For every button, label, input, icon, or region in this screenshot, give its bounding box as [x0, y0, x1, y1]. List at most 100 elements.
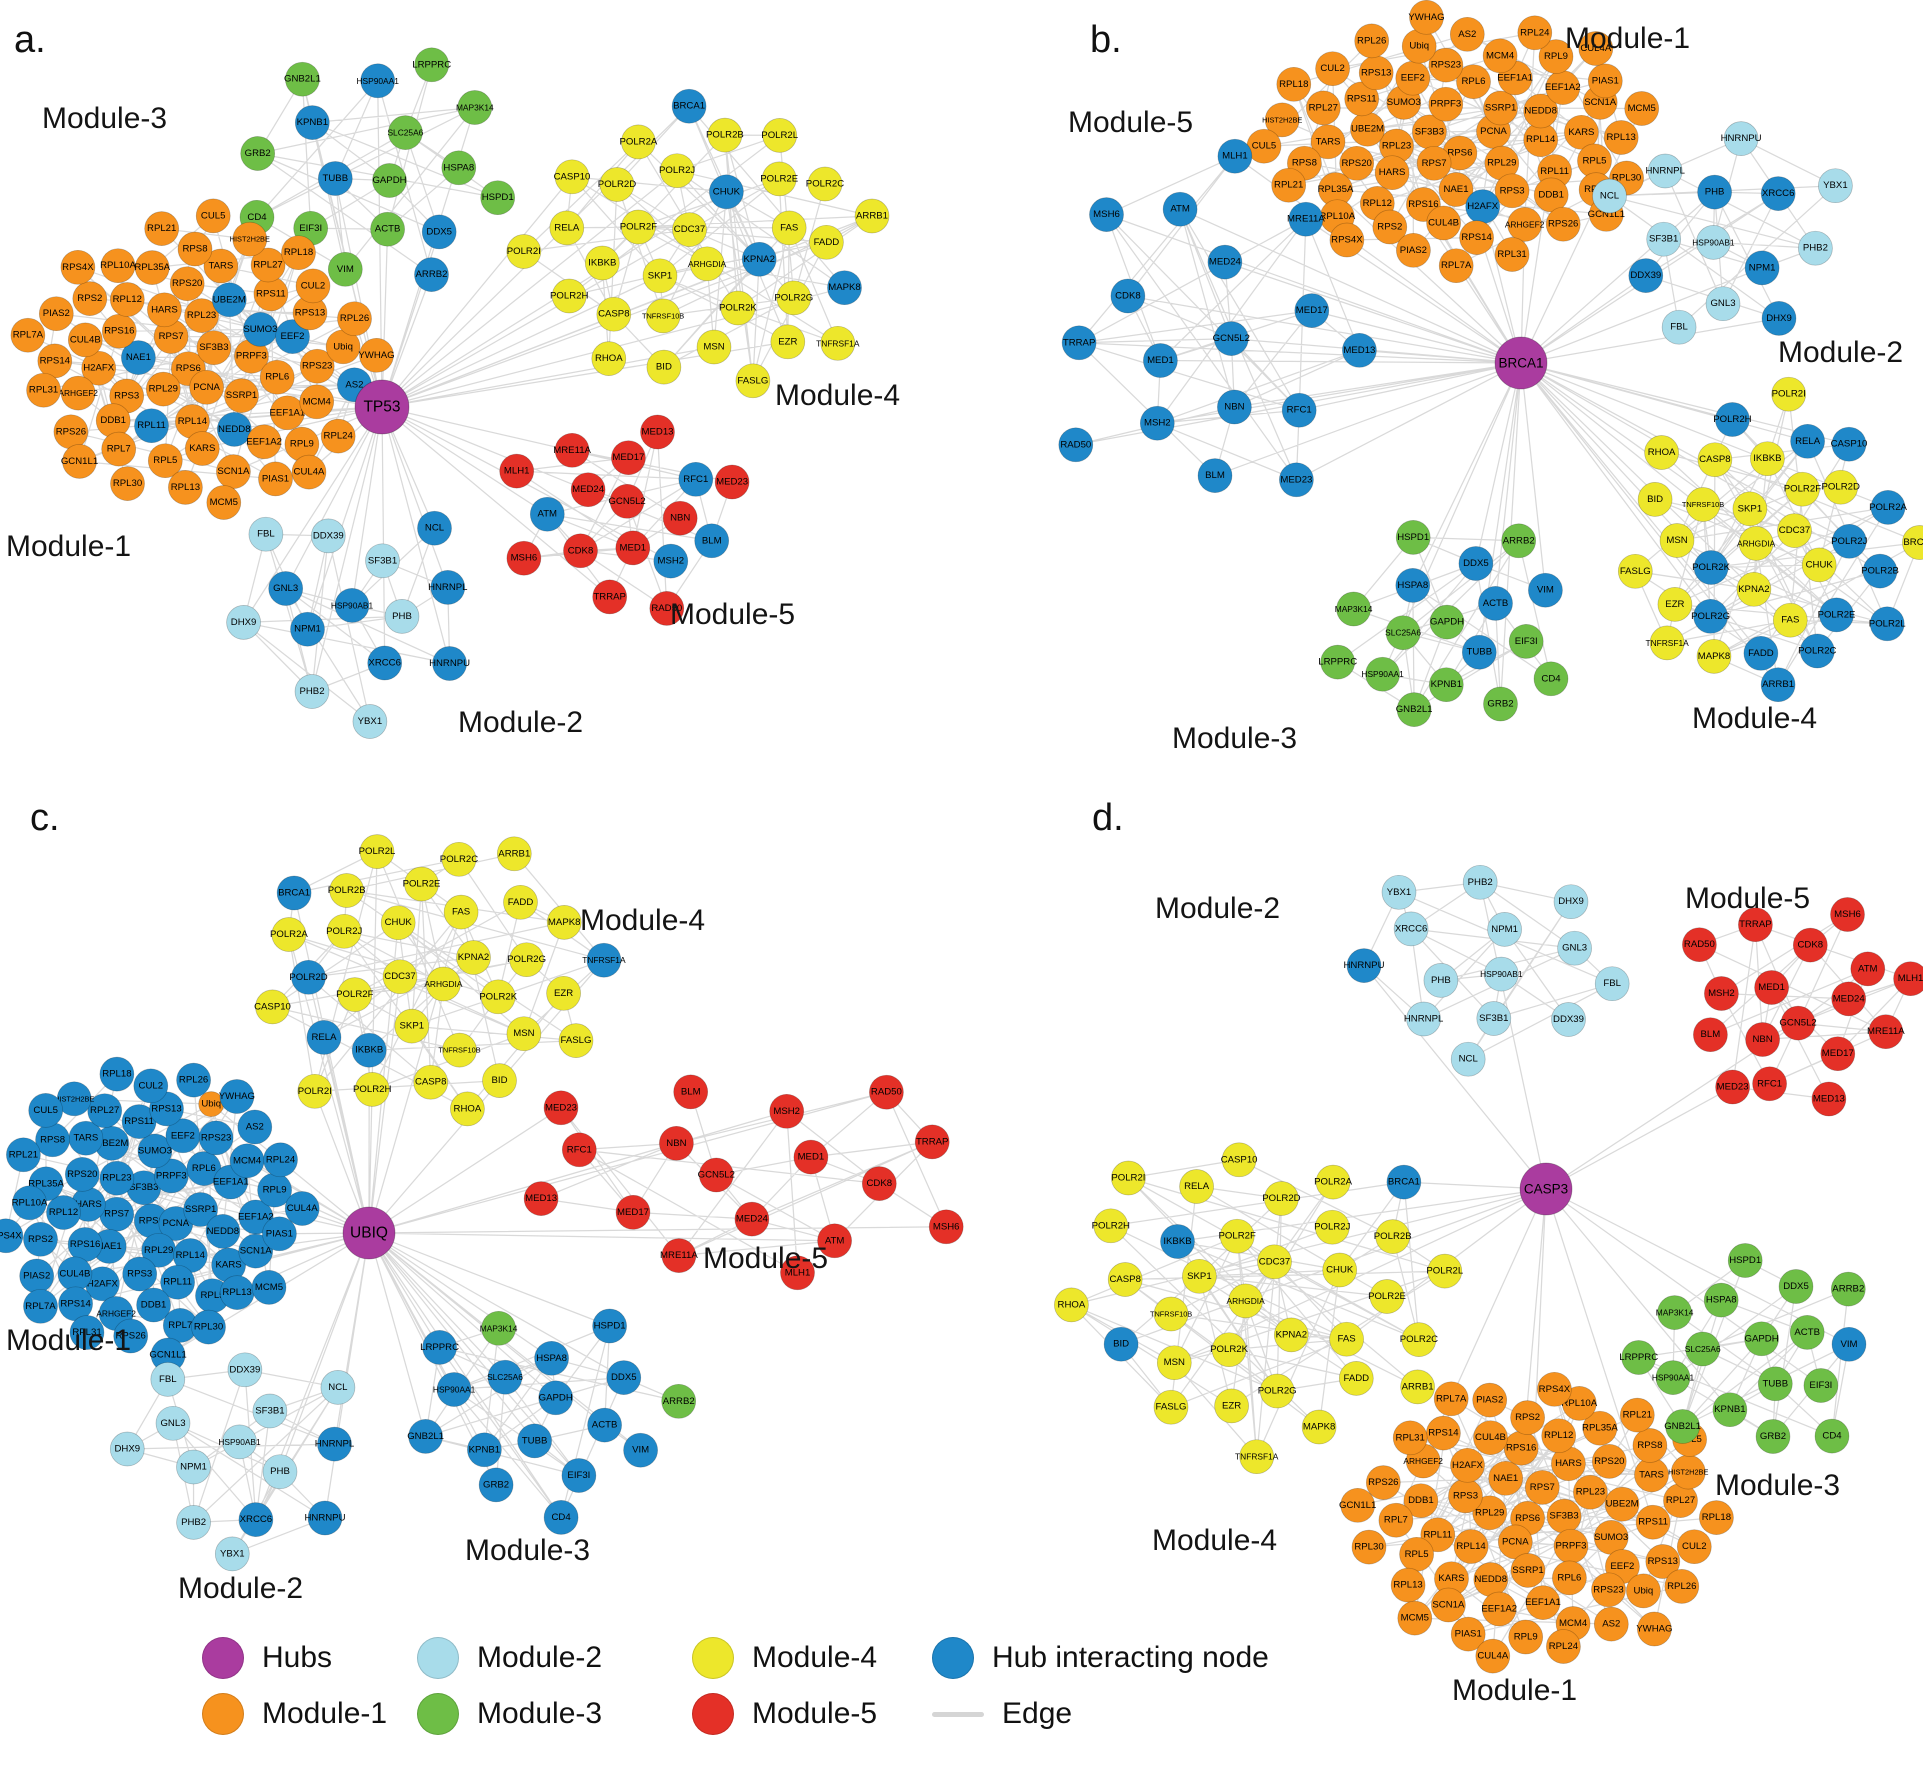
node-HSPD1: HSPD1 — [480, 180, 516, 216]
node-label: RPS16 — [1408, 199, 1438, 210]
node-RPL12: RPL12 — [109, 282, 145, 317]
node-label: ARHGEF2 — [96, 1309, 136, 1319]
node-label: DHX9 — [1558, 896, 1584, 907]
node-label: RPS6 — [139, 1215, 164, 1226]
node-label: FASLG — [1620, 566, 1651, 577]
node-label: HIST2H2BE — [1262, 115, 1302, 124]
node-label: NBN — [666, 1138, 686, 1149]
node-label: PRPF3 — [1556, 1541, 1587, 1552]
node-label: SUMO3 — [138, 1146, 172, 1157]
node-MED24: MED24 — [570, 472, 606, 508]
node-label: GCN1L1 — [61, 456, 98, 467]
node-label: EEF1A1 — [213, 1177, 249, 1188]
module-4-label: Module-4 — [580, 904, 705, 937]
node-RPL18: RPL18 — [99, 1056, 135, 1092]
node-POLR2L: POLR2L — [359, 834, 396, 869]
node-VIM: VIM — [1528, 572, 1563, 608]
node-label: GNL3 — [273, 583, 298, 594]
node-label: MED17 — [617, 1207, 649, 1218]
node-label: FAS — [1338, 1334, 1356, 1345]
node-label: POLR2E — [403, 879, 441, 890]
node-label: HARS — [75, 1199, 102, 1210]
node-label: NPM1 — [294, 624, 321, 635]
node-CD4: CD4 — [1814, 1418, 1850, 1454]
node-BLM: BLM — [1693, 1017, 1728, 1053]
node-label: ARRB2 — [1503, 535, 1535, 546]
node-label: Ubiq — [1634, 1585, 1654, 1596]
node-CDK8: CDK8 — [861, 1166, 897, 1201]
node-RPS3: RPS3 — [1448, 1478, 1483, 1514]
node-label: NPM1 — [1749, 262, 1776, 273]
node-label: RHOA — [1058, 1299, 1086, 1310]
node-CDC37: CDC37 — [1777, 513, 1812, 548]
node-DDX39: DDX39 — [227, 1352, 263, 1388]
node-label: UBE2M — [213, 294, 246, 305]
node-PRPF3: PRPF3 — [1428, 86, 1464, 122]
node-label: MSN — [1666, 535, 1687, 546]
node-HSP90AA1: HSP90AA1 — [1652, 1360, 1695, 1395]
node-label: RPL30 — [194, 1322, 223, 1333]
node-RPL11: RPL11 — [134, 408, 169, 444]
node-label: GAPDH — [1745, 1333, 1779, 1344]
node-RPL7: RPL7 — [1378, 1502, 1414, 1538]
node-POLR2G: POLR2G — [1258, 1373, 1297, 1409]
node-label: RPL24 — [324, 431, 354, 442]
node-label: RPL27 — [253, 260, 282, 271]
node-POLR2K: POLR2K — [1210, 1332, 1249, 1368]
node-RELA: RELA — [1179, 1169, 1214, 1204]
node-POLR2B: POLR2B — [1374, 1219, 1412, 1254]
node-RPL31: RPL31 — [69, 1315, 105, 1350]
panel-letter-a: a. — [14, 19, 46, 61]
node-label: NAE1 — [97, 1241, 122, 1252]
node-RPL14: RPL14 — [1453, 1529, 1489, 1564]
node-POLR2G: POLR2G — [774, 280, 813, 316]
node-label: PIAS1 — [1455, 1629, 1482, 1640]
node-label: POLR2F — [1784, 484, 1821, 495]
node-label: DDB1 — [1538, 189, 1564, 200]
node-SCN1A: SCN1A — [238, 1233, 274, 1269]
module-2-label: Module-2 — [178, 1572, 303, 1605]
node-label: EEF1A1 — [1497, 72, 1533, 83]
node-label: BLM — [1205, 470, 1225, 481]
module-1-label: Module-1 — [1565, 22, 1690, 55]
node-CHUK: CHUK — [1322, 1252, 1358, 1288]
node-HNRNPU: HNRNPU — [304, 1500, 346, 1536]
node-label: RPS13 — [295, 307, 325, 318]
node-ARRB1: ARRB1 — [854, 198, 890, 234]
node-label: HNRNPL — [428, 582, 468, 593]
node-NAE1: NAE1 — [1488, 1460, 1524, 1496]
node-GCN5L2: GCN5L2 — [1213, 321, 1250, 356]
hub-node-TP53: TP53 — [354, 379, 410, 435]
node-BRCA1: BRCA1 — [671, 88, 707, 124]
node-XRCC6: XRCC6 — [1393, 911, 1429, 947]
node-label: BRCA1 — [278, 888, 310, 899]
node-label: RPL31 — [1497, 249, 1526, 260]
module-5-label: Module-5 — [703, 1242, 828, 1275]
node-BLM: BLM — [1197, 458, 1233, 493]
node-label: POLR2A — [1869, 502, 1907, 513]
node-label: RFC1 — [1287, 405, 1312, 416]
node-label: RPL30 — [1612, 173, 1641, 184]
node-label: MCM4 — [233, 1155, 262, 1166]
node-MRE11A: MRE11A — [1287, 201, 1325, 237]
node-label: RPL23 — [1576, 1487, 1605, 1498]
node-label: TUBB — [323, 173, 349, 184]
node-label: MED23 — [1280, 474, 1312, 485]
node-GNB2L1: GNB2L1 — [1396, 692, 1432, 727]
node-label: RPL31 — [29, 385, 58, 396]
node-FAS: FAS — [443, 894, 479, 930]
node-label: POLR2J — [1831, 536, 1867, 547]
node-label: CUL5 — [1252, 141, 1277, 152]
module-2-label: Module-2 — [1778, 336, 1903, 369]
node-label: TARS — [1316, 136, 1341, 147]
node-label: NCL — [328, 1382, 348, 1393]
node-label: YWHAG — [358, 350, 394, 361]
node-label: RPL27 — [1666, 1495, 1695, 1506]
node-BID: BID — [646, 349, 682, 385]
node-NAE1: NAE1 — [121, 340, 156, 375]
node-MSN: MSN — [1659, 523, 1695, 558]
node-label: RPS26 — [115, 1331, 145, 1342]
node-label: RPL11 — [1423, 1529, 1452, 1540]
node-NBN: NBN — [659, 1125, 694, 1161]
node-label: ATM — [538, 509, 558, 520]
